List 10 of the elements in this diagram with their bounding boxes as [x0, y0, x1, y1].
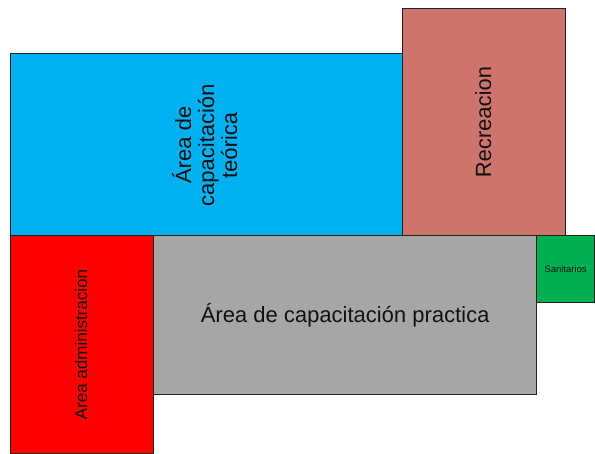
room-area: [10, 53, 403, 236]
room-label: Recreacion: [472, 66, 496, 178]
room-label: Área de capacitación practica: [200, 302, 490, 328]
room-label: Área de capacitación teórica: [172, 82, 242, 208]
room-area: [10, 235, 154, 454]
room-label: Area administracion: [73, 269, 91, 420]
room-area: [402, 8, 566, 236]
room-area: [536, 235, 595, 303]
room-area: [153, 235, 537, 395]
room-label: Sanitarios: [544, 264, 587, 274]
